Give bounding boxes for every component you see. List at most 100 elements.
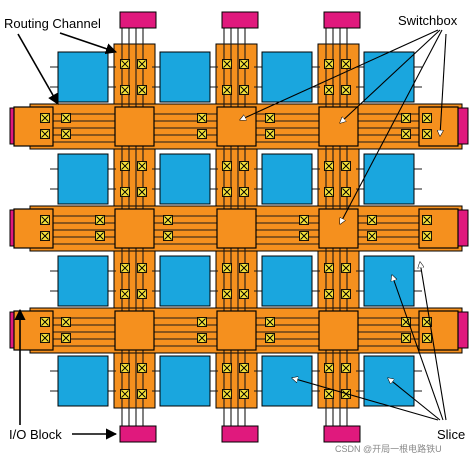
switch-element (137, 263, 147, 273)
switch-element (95, 231, 105, 241)
switch-element-cross (138, 60, 146, 68)
switchbox-block (114, 310, 155, 351)
switch-element-layer (40, 59, 432, 399)
io-block-bottom (221, 425, 259, 443)
switch-element-cross (223, 188, 231, 196)
switch-element (341, 187, 351, 197)
switch-element-cross (342, 264, 350, 272)
switch-element (299, 231, 309, 241)
switch-element-cross (240, 60, 248, 68)
switch-element-cross (325, 86, 333, 94)
switch-element (222, 161, 232, 171)
annotation-arrow (340, 29, 443, 224)
switch-element (239, 187, 249, 197)
switch-element (422, 215, 432, 225)
io-block-bottom (119, 425, 157, 443)
switch-element-cross (266, 318, 274, 326)
switch-element (324, 263, 334, 273)
switch-element (137, 85, 147, 95)
switch-element (120, 289, 130, 299)
switch-element-cross (41, 130, 49, 138)
switch-element (422, 129, 432, 139)
switchbox-block (418, 208, 459, 249)
switchbox-block (114, 208, 155, 249)
io-block-label: I/O Block (9, 427, 62, 442)
switch-element (239, 161, 249, 171)
switch-element-cross (325, 162, 333, 170)
switch-element-cross (402, 318, 410, 326)
switchbox-block (13, 106, 54, 147)
switch-element (40, 215, 50, 225)
annotation-arrow (392, 275, 444, 421)
switch-element-cross (41, 334, 49, 342)
switch-element-cross (423, 114, 431, 122)
switch-element (341, 161, 351, 171)
switch-element-cross (240, 188, 248, 196)
switch-element-cross (240, 162, 248, 170)
switch-element-cross (423, 334, 431, 342)
switch-element-cross (240, 364, 248, 372)
switch-element (61, 113, 71, 123)
switch-element (341, 263, 351, 273)
switch-element (137, 187, 147, 197)
slice-block (363, 153, 415, 205)
switch-element-cross (62, 318, 70, 326)
switch-element-cross (325, 188, 333, 196)
switch-element-cross (138, 290, 146, 298)
switch-element-cross (423, 130, 431, 138)
switch-element (40, 113, 50, 123)
switch-element (422, 333, 432, 343)
switch-element (422, 231, 432, 241)
switch-element (367, 215, 377, 225)
switch-element-cross (121, 364, 129, 372)
switch-element-cross (41, 232, 49, 240)
switch-element-cross (368, 232, 376, 240)
switch-element (40, 231, 50, 241)
switch-element (137, 389, 147, 399)
switch-element-cross (423, 216, 431, 224)
switchbox-block (318, 208, 359, 249)
slice-label: Slice (437, 427, 466, 442)
switch-element (95, 215, 105, 225)
switch-element-cross (325, 390, 333, 398)
switch-element-cross (138, 86, 146, 94)
switch-element (341, 85, 351, 95)
switch-element (61, 129, 71, 139)
switch-element-cross (266, 334, 274, 342)
slice-block (57, 355, 109, 407)
switch-element (401, 113, 411, 123)
switch-element-cross (240, 86, 248, 94)
switchbox-label: Switchbox (398, 13, 458, 28)
switch-element (40, 333, 50, 343)
switch-element-cross (138, 188, 146, 196)
switch-element (265, 129, 275, 139)
switchbox-block (13, 208, 54, 249)
switchbox-block (418, 310, 459, 351)
switch-element-cross (121, 188, 129, 196)
slice-block (159, 51, 211, 103)
switch-element (222, 389, 232, 399)
switch-element (222, 363, 232, 373)
switchbox-block (216, 310, 257, 351)
io-block-bottom (323, 425, 361, 443)
switch-element-cross (198, 334, 206, 342)
io-block-top (221, 11, 259, 29)
switch-element-cross (368, 216, 376, 224)
switch-element (163, 231, 173, 241)
switch-element-cross (325, 264, 333, 272)
switch-element-cross (223, 364, 231, 372)
switch-element-cross (240, 264, 248, 272)
switch-element (120, 389, 130, 399)
switch-element (137, 363, 147, 373)
switch-element (324, 85, 334, 95)
switch-element (401, 333, 411, 343)
switch-element (61, 333, 71, 343)
switch-element-cross (342, 364, 350, 372)
switch-element (40, 129, 50, 139)
switch-element-cross (121, 60, 129, 68)
switch-element (265, 317, 275, 327)
switch-element-cross (402, 334, 410, 342)
switch-element-cross (62, 114, 70, 122)
switch-element-cross (96, 232, 104, 240)
